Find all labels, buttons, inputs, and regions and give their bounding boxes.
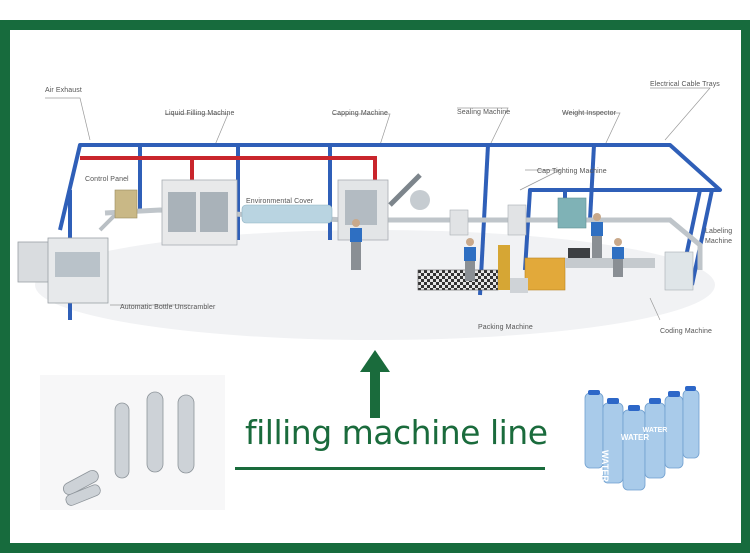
workers xyxy=(350,213,624,281)
air-exhaust-pipe xyxy=(80,156,377,180)
caption-title: filling machine line xyxy=(245,413,548,452)
cap-tighting-machine xyxy=(507,204,527,236)
weight-inspector xyxy=(557,197,587,229)
worker xyxy=(591,213,603,258)
label-coding-machine: Coding Machine xyxy=(660,328,712,335)
label-weight-inspector: Weight Inspector xyxy=(562,110,616,117)
preforms-image xyxy=(40,375,225,510)
environmental-cover xyxy=(241,204,333,224)
label-environmental-cover: Environmental Cover xyxy=(246,198,314,205)
packing-machine xyxy=(417,245,655,293)
worker xyxy=(464,238,476,281)
capping-machine xyxy=(337,173,430,241)
worker xyxy=(612,238,624,277)
liquid-filling-machine xyxy=(161,179,238,246)
leader-lines xyxy=(45,87,711,321)
label-automatic-bottle-unscrambler: Automatic Bottle Unscrambler xyxy=(120,304,216,311)
label-labeling-machine-2: Machine xyxy=(705,238,733,245)
bottle-label: WATER xyxy=(600,450,610,482)
label-sealing-machine: Sealing Machine xyxy=(457,109,511,116)
up-arrow-icon xyxy=(360,350,390,418)
bottle-label: WATER xyxy=(621,433,650,442)
diagram-canvas: WATER WATER WATER Air Exhaust Liquid Fil… xyxy=(10,30,741,543)
production-line-illustration: WATER WATER WATER xyxy=(17,87,722,510)
label-cap-tighting-machine: Cap Tighting Machine xyxy=(537,168,607,175)
label-electrical-cable-trays: Electrical Cable Trays xyxy=(650,81,720,88)
label-liquid-filling-machine: Liquid Filling Machine xyxy=(165,110,235,117)
bottle-label: WATER xyxy=(643,427,668,434)
conveyor xyxy=(104,207,703,270)
labeling-machine xyxy=(664,251,694,291)
automatic-bottle-unscrambler xyxy=(17,208,122,304)
label-air-exhaust: Air Exhaust xyxy=(45,87,82,94)
water-pack-image: WATER WATER WATER xyxy=(584,386,700,491)
label-labeling-machine: Labeling xyxy=(705,228,733,235)
label-control-panel: Control Panel xyxy=(85,176,129,183)
label-packing-machine: Packing Machine xyxy=(478,324,533,331)
label-capping-machine: Capping Machine xyxy=(332,110,388,117)
worker xyxy=(350,219,362,270)
floor-shadow xyxy=(35,230,715,340)
caption-underline xyxy=(235,467,545,470)
sealing-machine xyxy=(449,209,469,236)
control-panel xyxy=(114,189,138,219)
